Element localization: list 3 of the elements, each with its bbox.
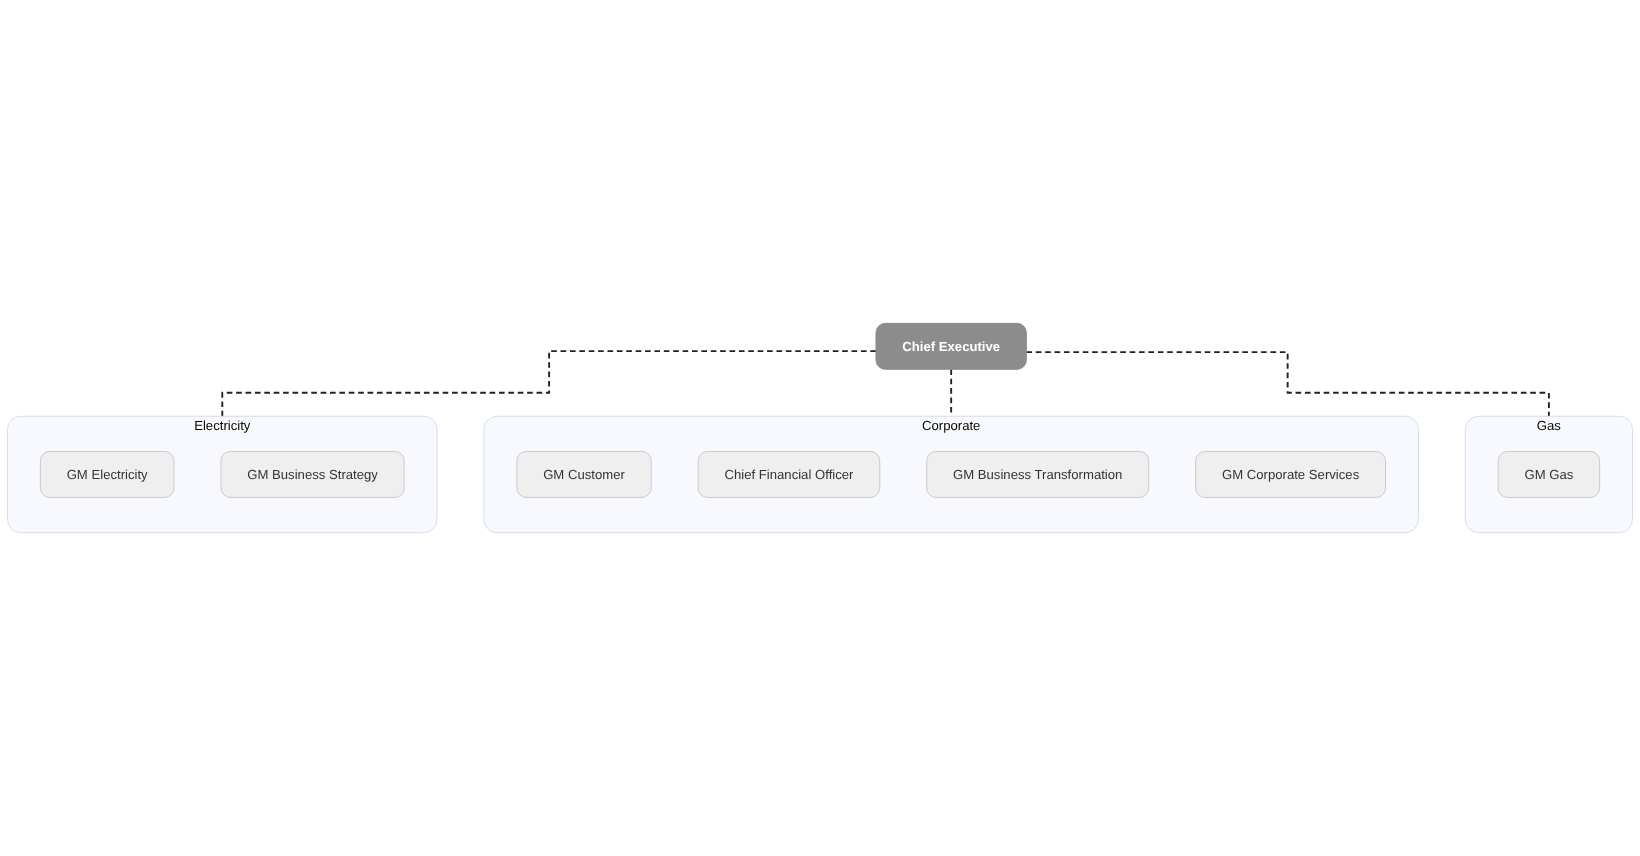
connector	[221, 350, 877, 418]
connector	[1025, 351, 1550, 418]
connector	[950, 368, 953, 418]
